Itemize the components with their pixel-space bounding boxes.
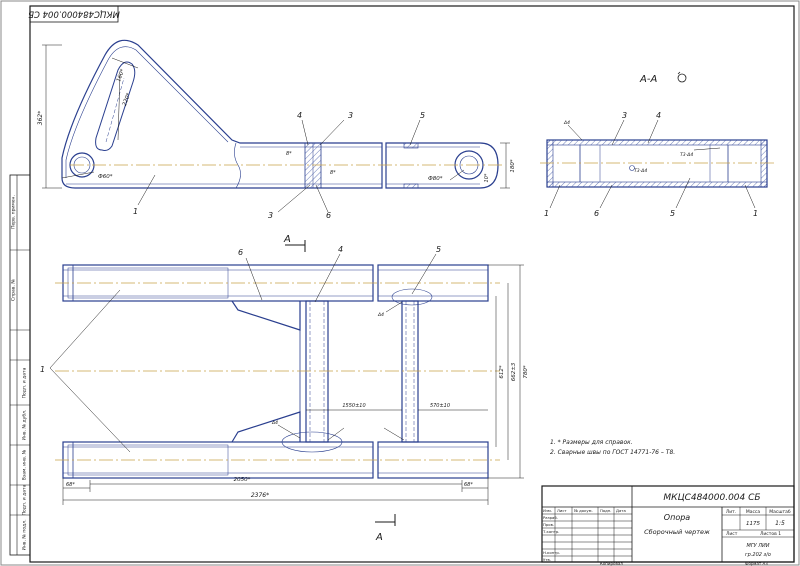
title-sheet: Лист: [726, 531, 738, 537]
title-head-lit: Лит.: [726, 509, 736, 515]
title-role-4: Дата: [616, 508, 626, 513]
top-view: [61, 39, 499, 189]
cut-mark-top: [285, 240, 306, 252]
callout-top-5: 5: [420, 111, 425, 120]
dim-end-left: 68*: [66, 482, 75, 488]
title-role-8: Н.контр.: [543, 550, 560, 555]
strip-label-4: Взам. инв. №: [22, 449, 28, 480]
callout-top-3b: 3: [268, 211, 273, 220]
weld-symbol-1: Т3-Δ4: [634, 168, 647, 174]
callout-top-3a: 3: [348, 111, 353, 120]
dim-hole-left: Ф60*: [98, 174, 113, 180]
strip-label-6: Инв. № подл.: [22, 519, 28, 550]
title-head-scale: Масштаб: [769, 509, 791, 515]
note-2: 2. Сварные швы по ГОСТ 14771-76 – Т8.: [550, 449, 675, 456]
title-doc-type: Сборочный чертеж: [644, 528, 710, 536]
dim-hole-right: Ф80*: [428, 176, 443, 182]
callout-sec-1b: 1: [753, 209, 758, 218]
title-org2: гр.202 з/о: [745, 552, 771, 558]
title-role-5: Разраб.: [543, 515, 558, 520]
title-role-0: Изм.: [543, 508, 552, 513]
title-code: МКЦС484000.004 СБ: [663, 493, 760, 503]
strip-label-2: Подп. и дата: [22, 367, 28, 398]
title-role-7: Т.контр.: [542, 529, 559, 534]
plan-view: [62, 264, 489, 479]
dim-mid-span: 1550±10: [342, 403, 365, 409]
plan-view-leaders: [49, 253, 437, 453]
callout-top-4: 4: [297, 111, 302, 120]
title-mass: 1175: [746, 521, 760, 527]
dim-width-outer: 780*: [523, 365, 529, 378]
dim-slot-l: 220*: [122, 92, 132, 107]
callout-plan-1: 1: [40, 365, 45, 374]
callout-plan-5: 5: [436, 245, 441, 254]
strip-label-0: Перв. примен.: [11, 195, 17, 229]
weld-symbol-5: Δ4: [377, 312, 384, 318]
title-block: [541, 485, 795, 563]
callout-plan-6: 6: [238, 248, 243, 257]
dim-inner-len: 2050*: [234, 477, 251, 483]
top-view-dimensions: [42, 44, 510, 189]
corner-stamp-text: МКЦС484000.004 СБ: [28, 9, 120, 19]
title-scale: 1:5: [775, 520, 785, 527]
dim-overall-len: 2376*: [251, 492, 269, 499]
title-role-1: Лист: [557, 508, 567, 513]
dim-end-small: 10*: [484, 173, 490, 182]
dim-width-inner: 612*: [499, 365, 505, 378]
weld-symbol-2: Т3-Δ4: [680, 152, 693, 158]
dim-end-right: 68*: [464, 482, 473, 488]
callout-sec-1a: 1: [544, 209, 549, 218]
callout-sec-3: 3: [622, 111, 627, 120]
title-role-2: № докум.: [574, 508, 593, 513]
callout-sec-4: 4: [656, 111, 661, 120]
title-role-6: Пров.: [543, 522, 554, 527]
section-rotate-icon: [677, 71, 687, 83]
section-title: А-А: [639, 74, 657, 85]
footer-copied: Копировал: [600, 561, 623, 566]
dim-gap-a: 8*: [286, 151, 292, 157]
title-sheets: Листов 1: [760, 531, 781, 537]
inner-frame: [29, 5, 795, 563]
title-name: Опора: [664, 513, 691, 522]
cut-label-top: А: [283, 234, 291, 245]
side-strip: Перв. примен. Справ. № Подп. и дата Инв.…: [9, 174, 31, 556]
dim-gap-b: 8*: [330, 170, 336, 176]
footer-format: Формат А3: [745, 561, 768, 566]
section-leaders: [549, 119, 756, 209]
title-role-9: Утв.: [543, 557, 551, 562]
dim-height-top: 362*: [37, 111, 44, 125]
dim-width-mid: 662±3: [511, 362, 517, 381]
cut-label-bottom: А: [375, 532, 383, 543]
callout-sec-5: 5: [670, 209, 675, 218]
callout-plan-4: 4: [338, 245, 343, 254]
note-1: 1. * Размеры для справок.: [550, 439, 633, 446]
dim-right-span: 570±10: [430, 403, 450, 409]
corner-stamp: МКЦС484000.004 СБ: [28, 5, 120, 23]
callout-top-6: 6: [326, 211, 331, 220]
title-role-3: Подп.: [600, 508, 612, 513]
plan-view-dimensions: [62, 264, 524, 505]
cut-mark-bottom: [375, 514, 396, 526]
dim-end-h: 180*: [510, 159, 516, 172]
dim-slot-w: 160*: [116, 68, 126, 83]
callout-sec-6: 6: [594, 209, 599, 218]
weld-symbol-3: Δ4: [563, 120, 570, 126]
callout-top-1: 1: [133, 207, 138, 216]
strip-label-1: Справ. №: [11, 279, 17, 301]
top-view-leaders: [137, 119, 421, 213]
strip-label-5: Подп. и дата: [22, 484, 28, 515]
title-org1: МГУ ЛИИ: [747, 543, 770, 549]
strip-label-3: Инв. № дубл.: [22, 410, 28, 441]
title-head-mass: Масса: [746, 509, 761, 515]
section-view: [546, 139, 768, 188]
weld-symbol-4: Δ4: [271, 420, 278, 426]
